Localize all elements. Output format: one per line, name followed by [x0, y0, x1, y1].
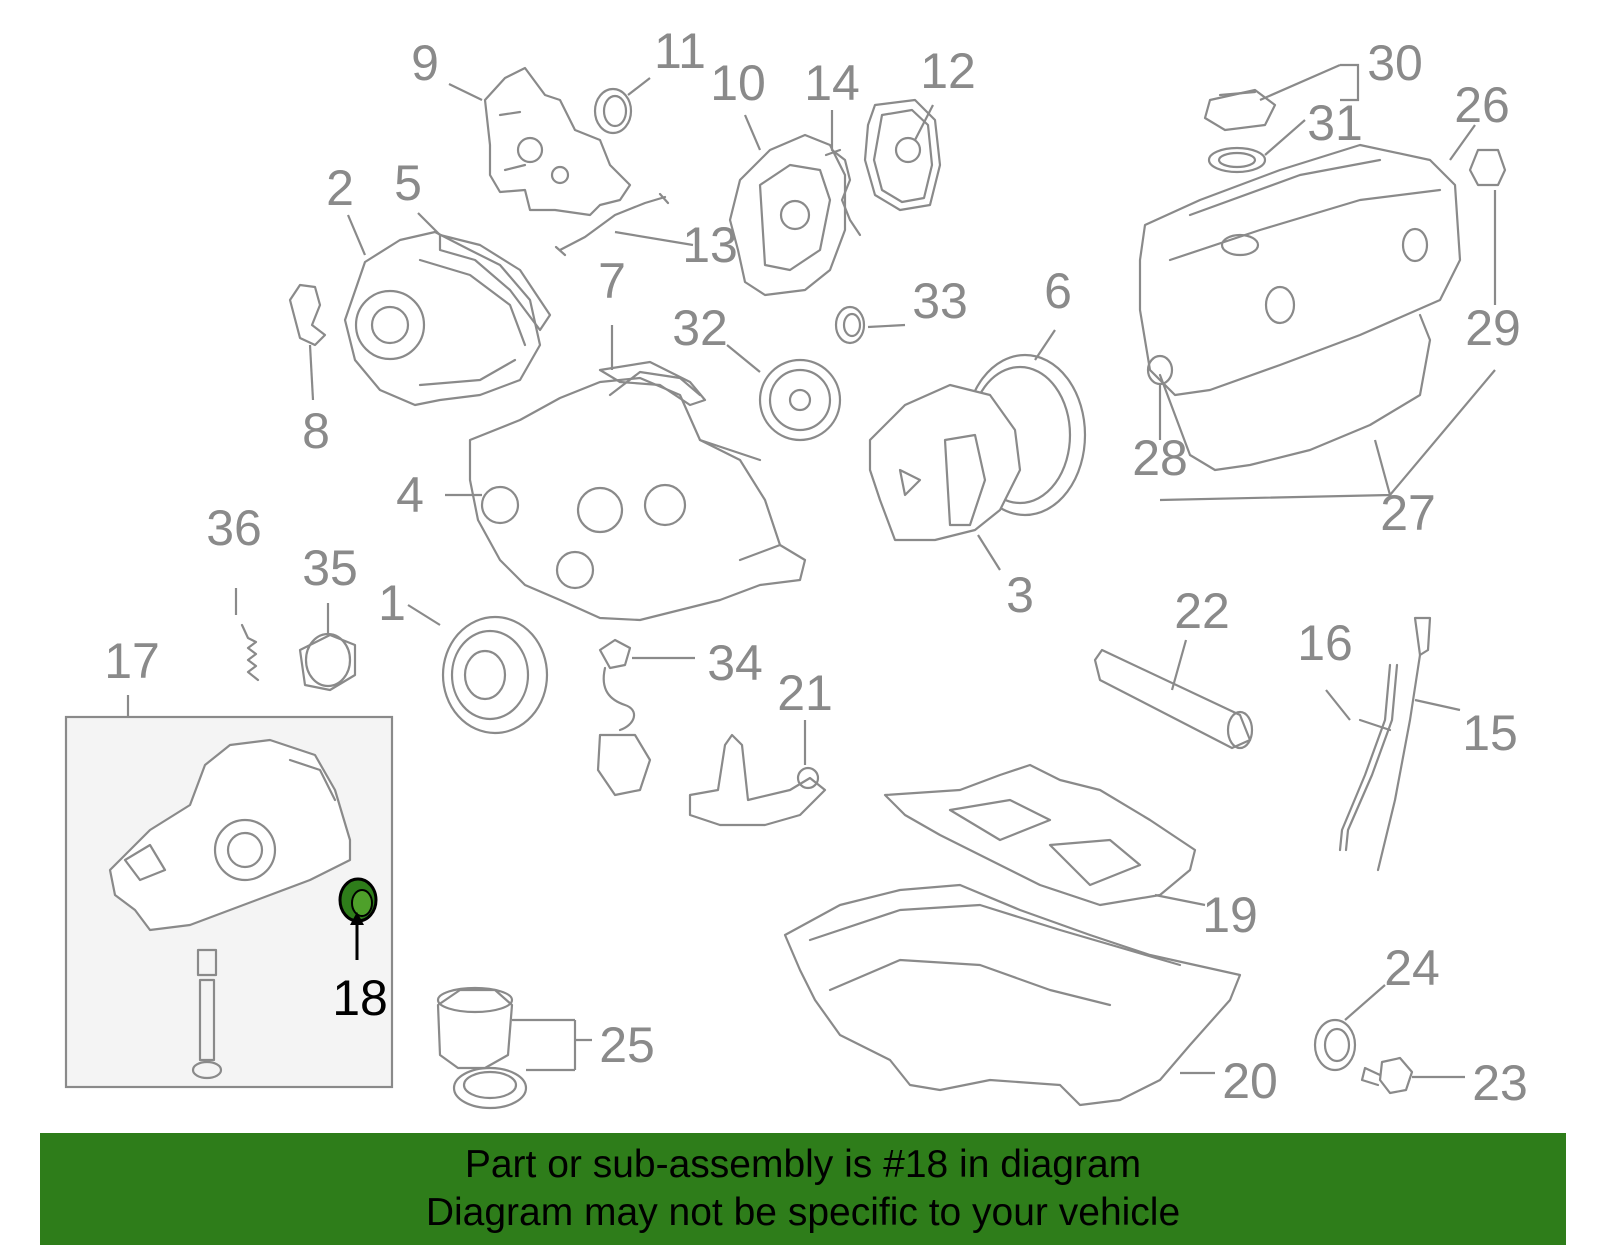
- callout-26: 26: [1454, 77, 1510, 133]
- callout-29: 29: [1465, 300, 1521, 356]
- callout-1: 1: [378, 575, 406, 631]
- callout-35: 35: [302, 540, 358, 596]
- part-36-spring: [240, 623, 260, 682]
- callout-labels: 9 11 10 14 12 13 2 5 7 32 33 6 8 4 3 30 …: [104, 23, 1528, 1111]
- part-7-gasket: [598, 360, 707, 407]
- callout-21: 21: [777, 665, 833, 721]
- callout-5: 5: [394, 155, 422, 211]
- part-23-drain-plug: [1360, 1056, 1414, 1095]
- callout-25: 25: [599, 1017, 655, 1073]
- part-22-tube: [1093, 648, 1254, 750]
- part-31-seal: [1207, 146, 1267, 174]
- part-32-sprocket: [758, 358, 842, 442]
- callout-24: 24: [1384, 940, 1440, 996]
- part-11-seal: [593, 87, 633, 135]
- callout-12: 12: [920, 43, 976, 99]
- leader-lines: [234, 63, 1497, 1079]
- part-14-clip: [824, 148, 862, 237]
- part-29-plug: [1468, 148, 1507, 187]
- callout-22: 22: [1174, 583, 1230, 639]
- callout-13: 13: [682, 217, 738, 273]
- callout-19: 19: [1202, 887, 1258, 943]
- part-10-housing: [728, 133, 847, 297]
- part-12-gasket: [863, 98, 942, 212]
- part-13-sensor: [554, 192, 670, 257]
- callout-30: 30: [1367, 35, 1423, 91]
- part-24-washer: [1313, 1018, 1357, 1072]
- callout-7: 7: [598, 253, 626, 309]
- callout-23: 23: [1472, 1055, 1528, 1111]
- part-1-pulley: [441, 615, 549, 735]
- callout-15: 15: [1462, 705, 1518, 761]
- callout-14: 14: [804, 55, 860, 111]
- part-21-oil-pickup: [688, 733, 827, 827]
- callout-10: 10: [710, 55, 766, 111]
- callout-8: 8: [302, 403, 330, 459]
- part-25-oil-filter: [436, 986, 528, 1110]
- inset-box-17: [64, 695, 394, 1089]
- part-33-seal: [834, 305, 866, 345]
- callout-27: 27: [1380, 485, 1436, 541]
- callout-2: 2: [326, 160, 354, 216]
- part-4-engine-block: [468, 370, 807, 622]
- callout-36: 36: [206, 500, 262, 556]
- part-2-front-cover: [343, 230, 542, 407]
- callout-3: 3: [1006, 567, 1034, 623]
- banner-line-disclaimer: Diagram may not be specific to your vehi…: [425, 1191, 1181, 1234]
- callout-20: 20: [1222, 1053, 1278, 1109]
- part-16-dipstick-tube: [1338, 663, 1399, 852]
- info-banner: Part or sub-assembly is #18 in diagram D…: [40, 1133, 1566, 1245]
- part-19-windage-tray: [883, 763, 1197, 907]
- part-30-cap: [1203, 88, 1277, 132]
- part-35-tensioner: [298, 632, 357, 692]
- part-18-seal-highlighted[interactable]: [338, 877, 378, 923]
- part-28-grommet: [1146, 354, 1174, 386]
- part-26-valve-cover: [1138, 143, 1462, 397]
- banner-line-part-number: Part or sub-assembly is #18 in diagram: [464, 1143, 1142, 1186]
- part-34-sensor: [596, 638, 652, 797]
- callout-28: 28: [1132, 430, 1188, 486]
- callout-9: 9: [411, 35, 439, 91]
- callout-11: 11: [654, 23, 706, 79]
- part-20-oil-pan: [783, 883, 1242, 1107]
- callout-33: 33: [912, 273, 968, 329]
- callout-16: 16: [1297, 615, 1353, 671]
- callout-6: 6: [1044, 263, 1072, 319]
- info-banner-background: [40, 1133, 1566, 1245]
- callout-18: 18: [332, 970, 388, 1026]
- callout-4: 4: [396, 467, 424, 523]
- callout-17: 17: [104, 633, 160, 689]
- part-27-gasket: [1158, 313, 1432, 472]
- part-8-bracket: [288, 283, 327, 347]
- part-15-dipstick: [1376, 616, 1432, 872]
- part-3-rear-cover: [868, 383, 1022, 542]
- part-9-timing-cover: [483, 66, 632, 217]
- callout-34: 34: [707, 635, 763, 691]
- part-5-gasket: [438, 233, 552, 332]
- callout-31: 31: [1307, 95, 1363, 151]
- callout-32: 32: [672, 300, 728, 356]
